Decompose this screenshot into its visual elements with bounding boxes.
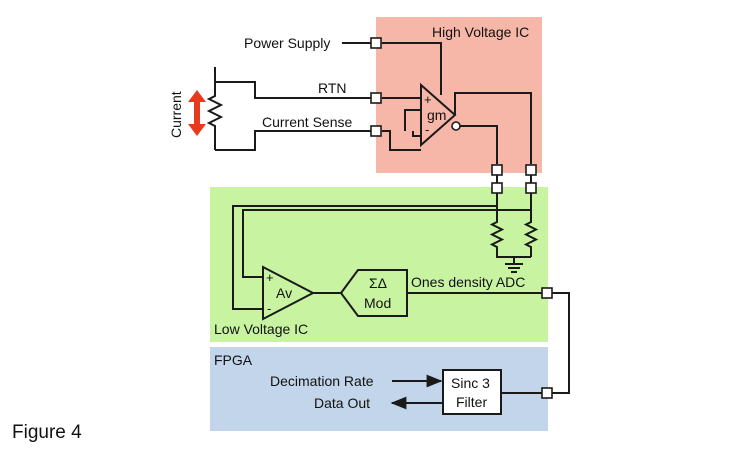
- lv-resistor-2: [523, 193, 539, 257]
- pin-rtn: [370, 92, 382, 104]
- av-minus-wire: [232, 205, 497, 310]
- low-voltage-ic-label: Low Voltage IC: [214, 321, 308, 337]
- av-label: Av: [276, 285, 292, 301]
- gm-amplifier: [420, 82, 457, 148]
- gm-label: gm: [427, 107, 446, 123]
- fpga-label: FPGA: [214, 352, 253, 368]
- current-arrow: [188, 90, 206, 136]
- load-top-rail: [214, 67, 372, 99]
- high-voltage-ic-label: High Voltage IC: [432, 24, 529, 40]
- pin-fpga-in: [541, 387, 553, 399]
- gm-minus: -: [425, 122, 429, 137]
- sinc3-label-2: Filter: [456, 394, 487, 410]
- av-amplifier: [262, 265, 316, 321]
- current-sense-label: Current Sense: [262, 114, 352, 130]
- gm-inverting-output-bubble: [451, 121, 461, 131]
- pin-lv-in-1: [491, 182, 503, 194]
- ground-symbol: [505, 257, 523, 273]
- gm-out-neg: [460, 125, 498, 164]
- current-label: Current: [168, 91, 184, 138]
- lv-resistor-1: [489, 193, 531, 258]
- rtn-label: RTN: [318, 80, 347, 96]
- ones-density-adc-label: Ones density ADC: [411, 274, 525, 290]
- sinc3-filter: [442, 369, 502, 415]
- av-plus: +: [266, 270, 274, 285]
- load-resistor: [206, 82, 224, 150]
- pin-power-supply: [370, 37, 382, 49]
- av-minus: -: [267, 301, 271, 316]
- power-supply-label: Power Supply: [244, 35, 330, 51]
- gm-out-pos: [454, 92, 532, 164]
- pin-lv-out: [541, 287, 553, 299]
- sinc3-label-1: Sinc 3: [451, 375, 490, 391]
- pin-hv-out-1: [491, 164, 503, 176]
- sigma-delta-label-2: Mod: [364, 295, 391, 311]
- figure-caption: Figure 4: [12, 422, 82, 443]
- load-bottom-rail: [215, 130, 372, 151]
- sense-to-gm-minus: [382, 109, 421, 151]
- pin-lv-in-2: [525, 182, 537, 194]
- lv-to-fpga-wire: [552, 292, 570, 394]
- data-out-label: Data Out: [314, 395, 370, 411]
- pin-current-sense: [370, 125, 382, 137]
- sigma-delta-label-1: ΣΔ: [369, 275, 387, 291]
- gm-plus: +: [424, 92, 432, 107]
- power-supply-to-gm: [382, 42, 442, 95]
- pin-hv-out-2: [525, 164, 537, 176]
- av-plus-wire: [242, 209, 531, 278]
- decimation-rate-label: Decimation Rate: [270, 373, 374, 389]
